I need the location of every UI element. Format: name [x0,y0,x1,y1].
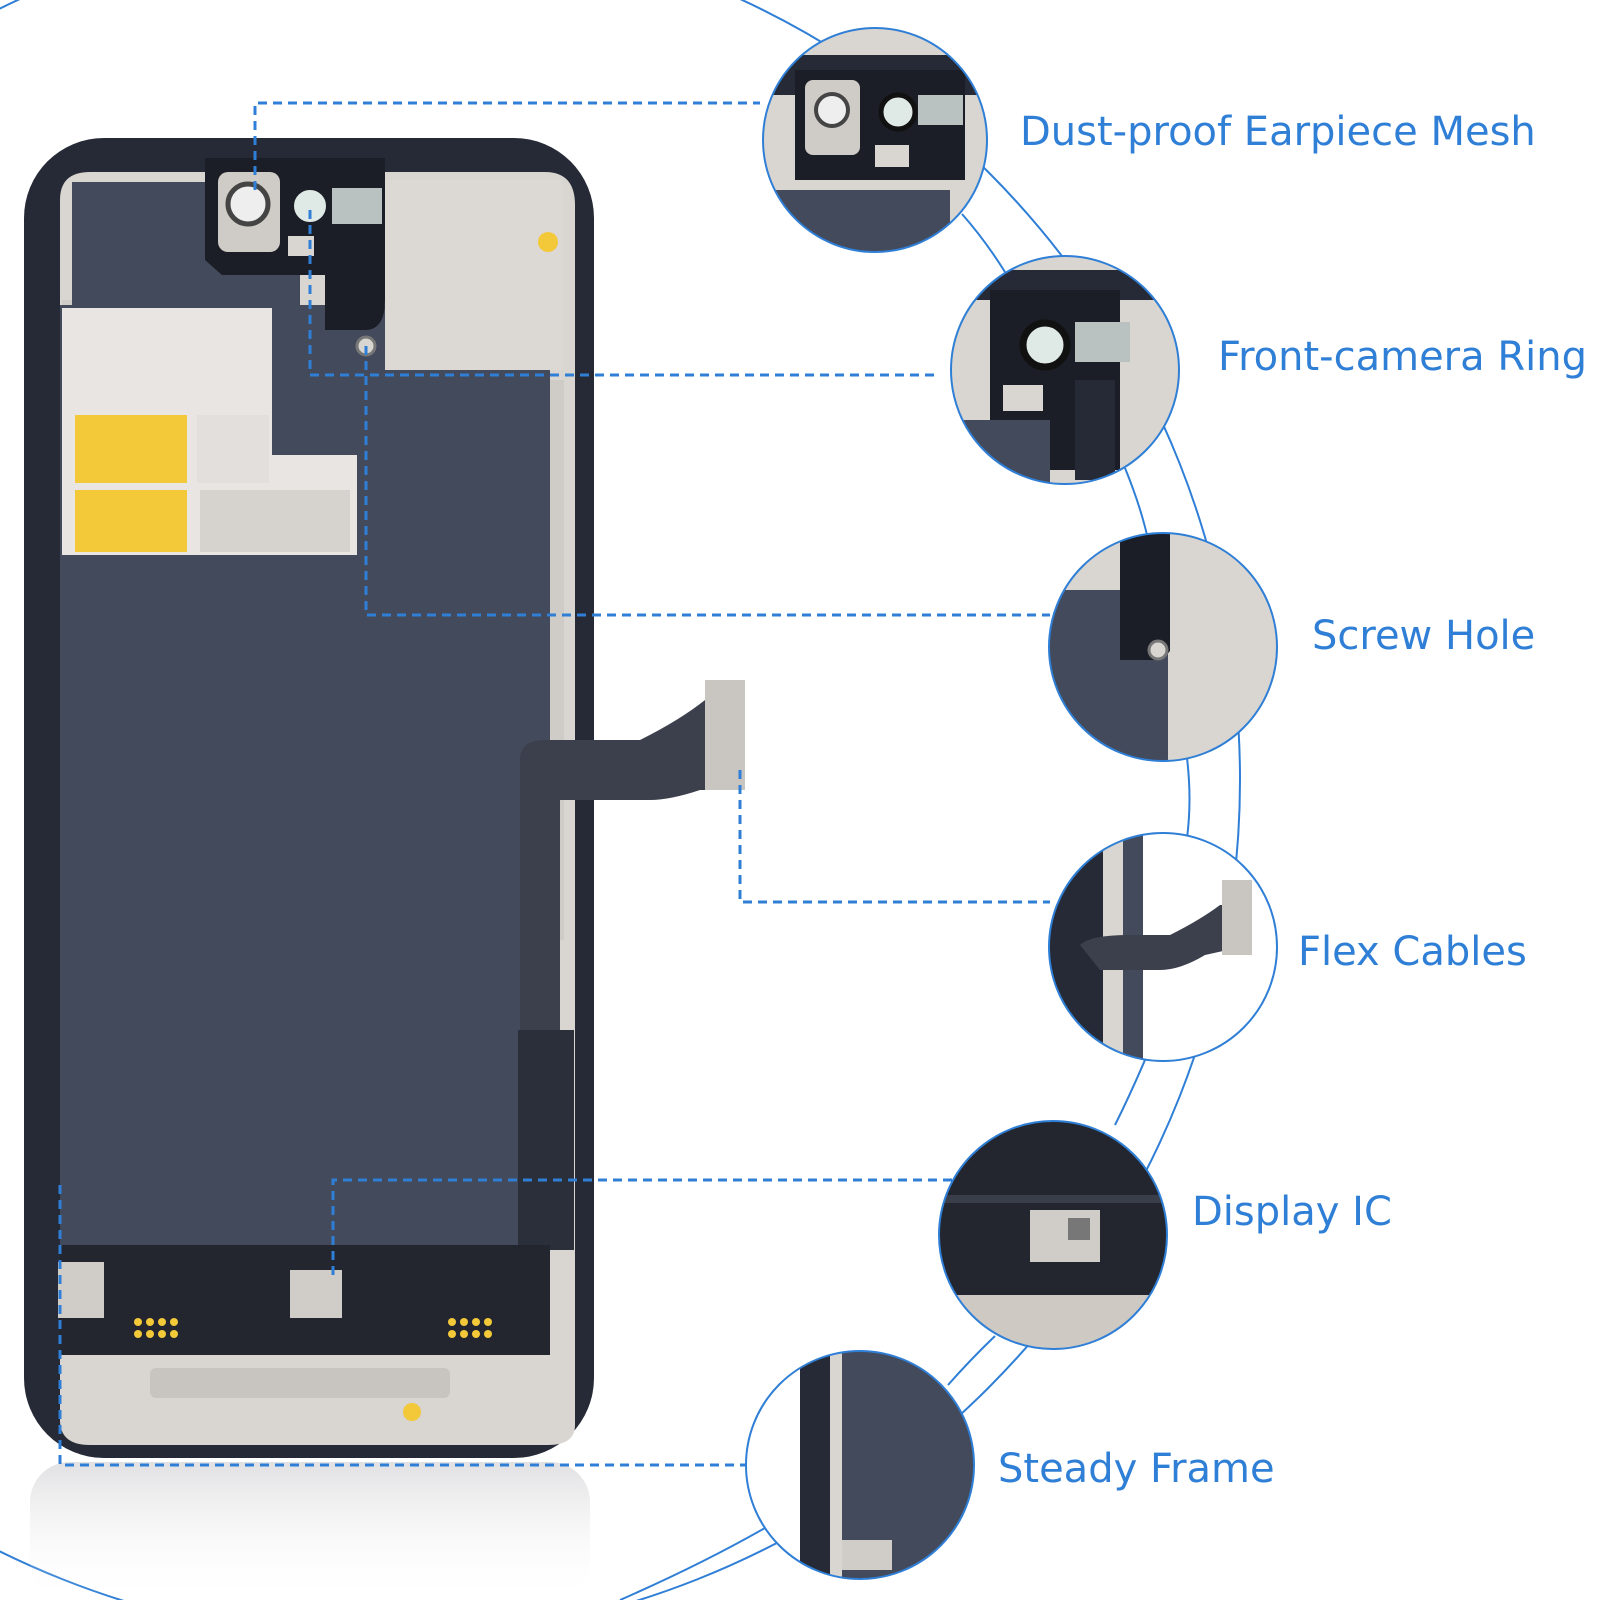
leader-lines [58,101,1050,1467]
screw-hole-closeup-icon [1048,532,1278,762]
flex-cable-closeup-icon [1048,832,1278,1062]
label-earpiece-mesh: Dust-proof Earpiece Mesh [1020,109,1536,155]
label-display-ic: Display IC [1192,1189,1392,1235]
display-ic-closeup-icon [938,1120,1168,1350]
earpiece-mesh-closeup-icon [762,27,988,253]
background-arc [0,0,1241,1600]
phone-reflection [30,1462,590,1600]
label-flex-cables: Flex Cables [1298,929,1527,975]
label-front-camera-ring: Front-camera Ring [1218,334,1588,380]
label-screw-hole: Screw Hole [1312,613,1536,659]
frame-closeup-icon [745,1350,975,1580]
screen-assembly [24,138,745,1458]
camera-ring-closeup-icon [950,255,1180,485]
circle-connectors [619,213,1191,1600]
label-steady-frame: Steady Frame [998,1446,1275,1492]
